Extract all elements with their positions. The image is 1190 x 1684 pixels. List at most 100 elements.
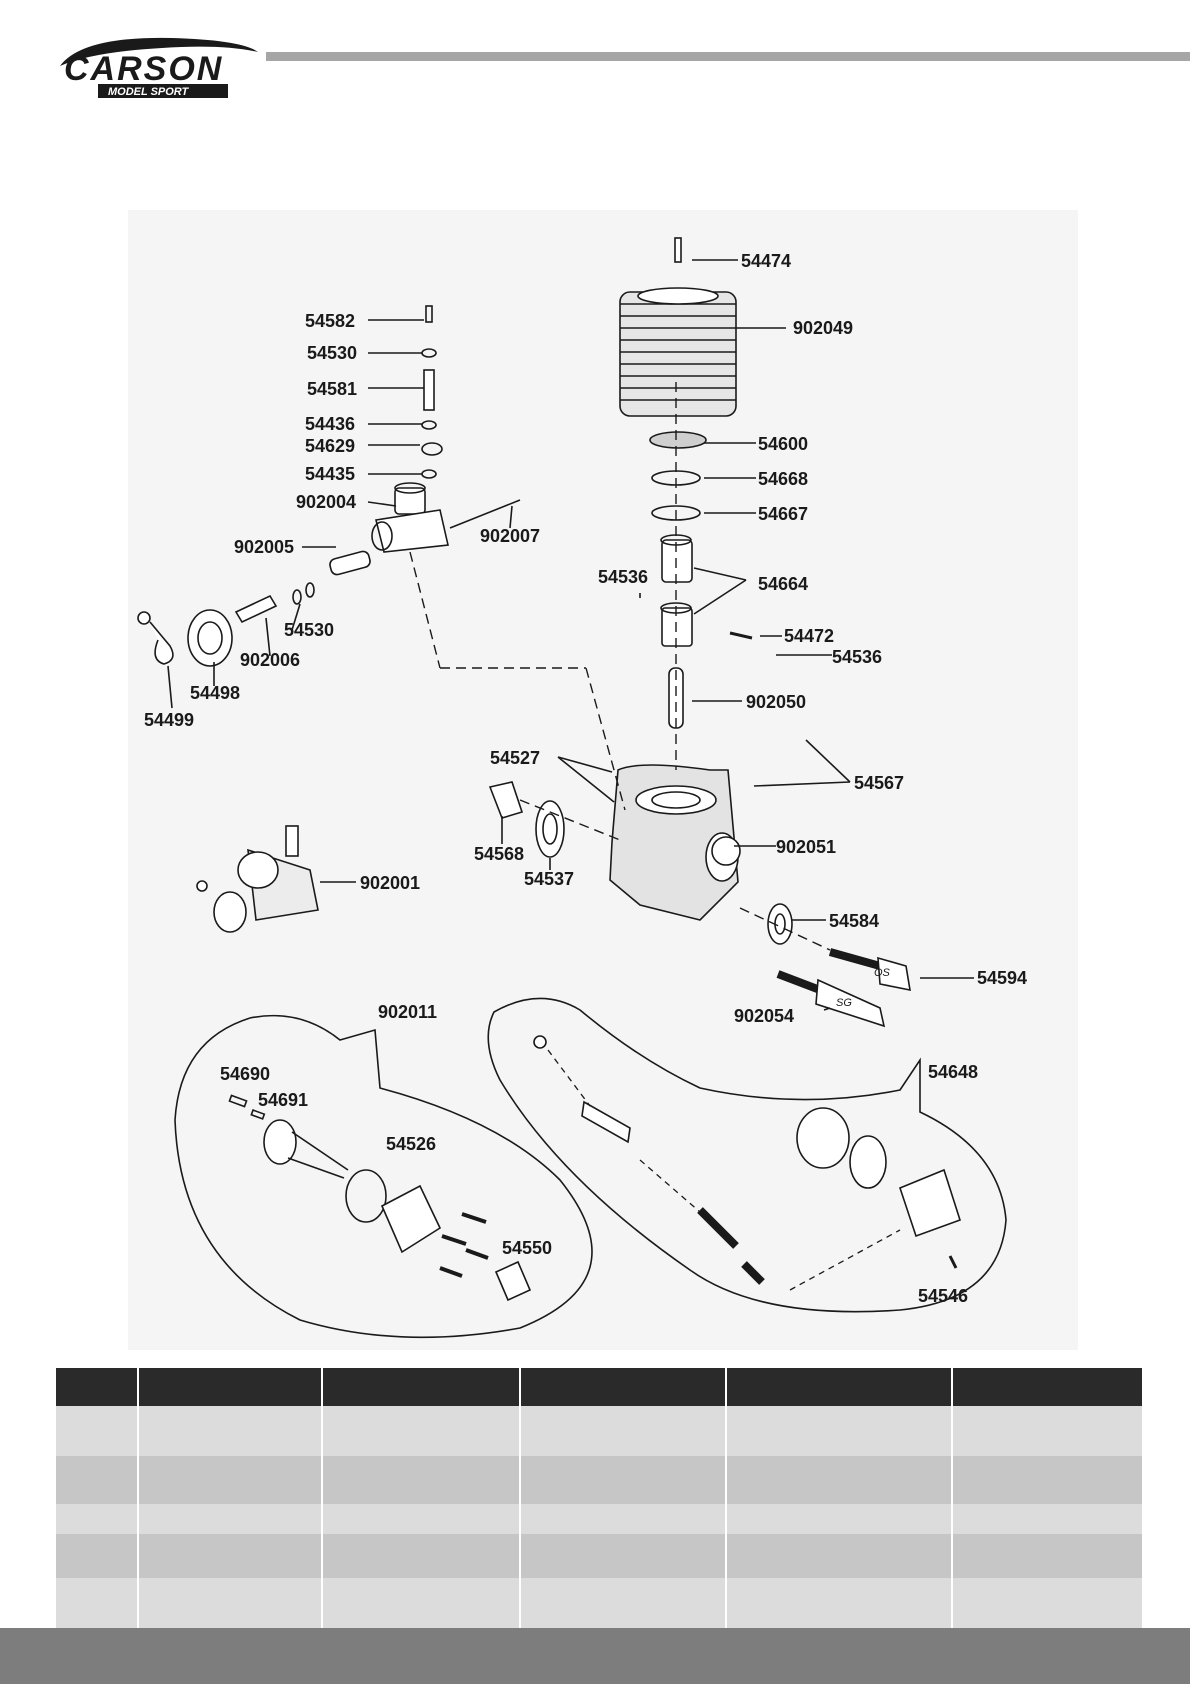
carson-logo: CARSON MODEL SPORT [60,37,258,98]
table-cell [322,1578,521,1630]
table-cell [952,1406,1142,1456]
label-54530b: 54530 [284,620,334,640]
table-header-cell [138,1368,323,1406]
table-header-cell [322,1368,521,1406]
label-54594: 54594 [977,968,1027,988]
table-cell [56,1504,139,1534]
label-54629: 54629 [305,436,355,456]
table-cell [520,1504,727,1534]
pin-54691 [250,1109,266,1120]
tool-54550 [494,1260,532,1302]
part-labels: 54474 902049 54582 54530 54581 54436 546… [144,251,1027,1306]
marking-sg: SG [836,997,852,1009]
label-54691: 54691 [258,1090,308,1110]
label-54537: 54537 [524,869,574,889]
crankcase [609,764,741,921]
cylinder-head [619,287,737,417]
table-cell [322,1534,521,1578]
label-902006: 902006 [240,650,300,670]
logo-text: CARSON [64,50,223,88]
label-54568: 54568 [474,844,524,864]
washer-54436 [421,420,437,430]
table-row [56,1456,1142,1504]
head-gasket [649,431,707,449]
table-cell [322,1456,521,1504]
label-54499: 54499 [144,710,194,730]
label-54581: 54581 [307,379,357,399]
table-cell [952,1504,1142,1534]
label-54546: 54546 [918,1286,968,1306]
flywheel-54648 [796,1107,850,1169]
lever-54499 [137,611,151,625]
marking-os: OS [874,967,891,979]
label-54536b: 54536 [832,647,882,667]
piston-pin [729,631,753,640]
label-54472: 54472 [784,626,834,646]
label-54690: 54690 [220,1064,270,1084]
air-filter-54498 [187,609,233,667]
table-cell [952,1456,1142,1504]
head-screw [674,237,682,263]
logo-subtext: MODEL SPORT [108,86,190,98]
table-row [56,1578,1142,1630]
header-bar [266,52,1190,61]
table-cell [56,1406,139,1456]
label-54582: 54582 [305,311,355,331]
screw-54546 [948,1255,958,1269]
table-cell [138,1504,323,1534]
label-902011: 902011 [378,1002,437,1022]
bearing-54584 [767,903,793,945]
label-54664: 54664 [758,574,808,594]
label-54474: 54474 [741,251,791,271]
part-markings: OS SG [836,967,891,1009]
table-cell [726,1578,953,1630]
table-cell [952,1534,1142,1578]
table-cell [56,1534,139,1578]
bushing-54568 [488,781,524,819]
clutch-bell [849,1135,887,1189]
label-54536: 54536 [598,567,648,587]
backplate-shaft [263,1119,297,1165]
table-cell [952,1578,1142,1630]
label-902005: 902005 [234,537,294,557]
needle-body-54581 [423,369,435,411]
label-54435: 54435 [305,464,355,484]
label-54526: 54526 [386,1134,436,1154]
label-54567: 54567 [854,773,904,793]
piston [661,607,693,647]
table-cell [138,1406,323,1456]
label-902051: 902051 [776,837,836,857]
footer-bar [0,1628,1190,1684]
label-902049: 902049 [793,318,853,338]
label-54600: 54600 [758,434,808,454]
table-row [56,1504,1142,1534]
label-902054: 902054 [734,1006,794,1026]
label-54527: 54527 [490,748,540,768]
table-cell [56,1578,139,1630]
needle-54582 [425,305,433,323]
table-row [56,1406,1142,1456]
starter-housing [899,1168,961,1238]
table-cell [322,1406,521,1456]
label-902007: 902007 [480,526,540,546]
label-54584: 54584 [829,911,879,931]
table-cell [138,1534,323,1578]
crankshaft-902054 [776,970,886,1028]
oring-54530b [292,589,302,605]
table-cell [520,1456,727,1504]
gasket-54526 [345,1169,387,1223]
table-row [56,1534,1142,1578]
table-cell [520,1534,727,1578]
throttle-link-902007 [449,499,521,529]
oring-54530 [421,348,437,358]
carburetor-body [371,482,449,553]
table-cell [322,1504,521,1534]
table-cell [726,1504,953,1534]
nipple-54629 [421,442,443,456]
label-54436: 54436 [305,414,355,434]
label-902050: 902050 [746,692,806,712]
table-cell [520,1578,727,1630]
crankshaft-54594 [828,948,911,992]
needle-902006 [234,594,278,624]
label-54667: 54667 [758,504,808,524]
